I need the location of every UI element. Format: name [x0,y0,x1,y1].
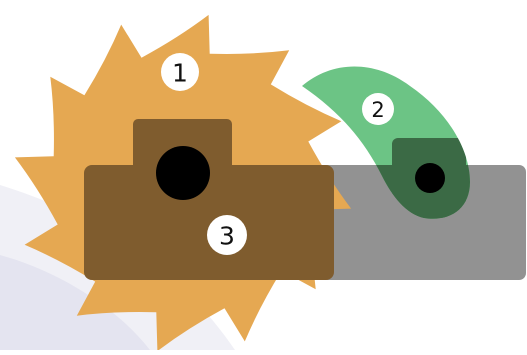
label-badge-1: 1 [161,53,199,91]
label-badge-2: 2 [362,93,394,125]
label-2-text: 2 [371,98,384,122]
label-badge-3: 3 [207,215,247,255]
frame-body [84,165,334,280]
wheel-axle-hole [156,146,210,200]
base-bar [300,165,526,280]
label-3-text: 3 [219,222,235,251]
label-1-text: 1 [172,59,188,88]
pawl-pivot-hole [415,163,445,193]
background-arc-inner [0,255,150,350]
